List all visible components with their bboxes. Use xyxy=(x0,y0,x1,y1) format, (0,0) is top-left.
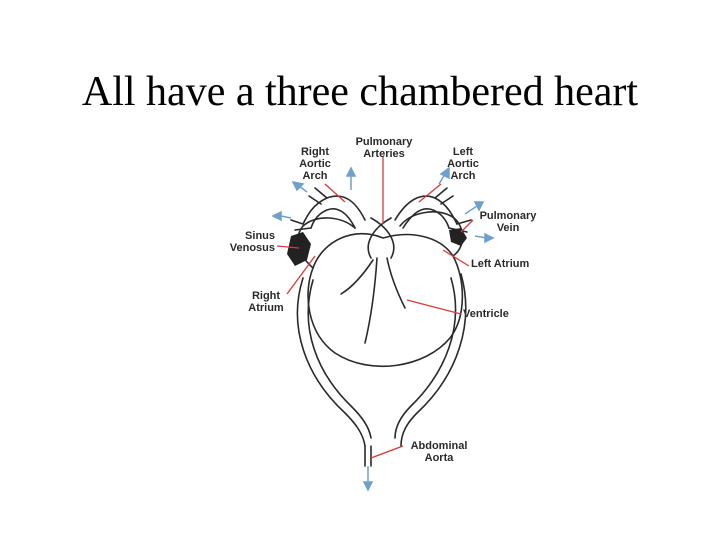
sinus-venosus-mass xyxy=(287,232,311,266)
label-abdominal-aorta: Abdominal Aorta xyxy=(410,440,468,464)
truncus-left xyxy=(367,217,392,259)
left-descending-aorta xyxy=(400,273,467,447)
pulmonary-vein-mass xyxy=(449,228,467,246)
heart-diagram: Right Aortic Arch Pulmonary Arteries Lef… xyxy=(195,128,565,498)
truncus-right xyxy=(370,217,395,259)
label-right-atrium: Right Atrium xyxy=(248,290,284,314)
leader-right-atrium xyxy=(286,255,316,295)
label-pulmonary-arteries: Pulmonary Arteries xyxy=(355,136,413,160)
ventricle-outline xyxy=(307,233,464,368)
label-left-aortic-arch: Left Aortic Arch xyxy=(447,146,479,182)
left-aortic-arch-inner xyxy=(402,208,450,229)
leader-right-aortic-arch xyxy=(324,183,346,203)
slide-title: All have a three chambered heart xyxy=(81,69,639,115)
abdominal-aorta-outline xyxy=(364,445,372,467)
leader-abdominal-aorta xyxy=(370,445,404,459)
label-pulmonary-vein: Pulmonary Vein xyxy=(479,210,537,234)
left-descending-aorta-inner xyxy=(394,277,457,439)
leader-pulmonary-vein xyxy=(460,219,474,233)
heart-drawing xyxy=(271,156,495,492)
leader-sinus-venosus xyxy=(276,245,300,249)
leader-left-atrium xyxy=(442,249,470,267)
leader-ventricle xyxy=(406,299,462,315)
right-aortic-arch-inner xyxy=(310,208,356,229)
right-descending-aorta xyxy=(296,277,366,447)
label-ventricle: Ventricle xyxy=(463,308,509,320)
leader-left-aortic-arch xyxy=(418,183,442,203)
label-sinus-venosus: Sinus Venosus xyxy=(229,230,275,254)
label-left-atrium: Left Atrium xyxy=(471,258,530,270)
label-right-aortic-arch: Right Aortic Arch xyxy=(299,146,331,182)
right-descending-aorta-inner xyxy=(307,279,372,439)
